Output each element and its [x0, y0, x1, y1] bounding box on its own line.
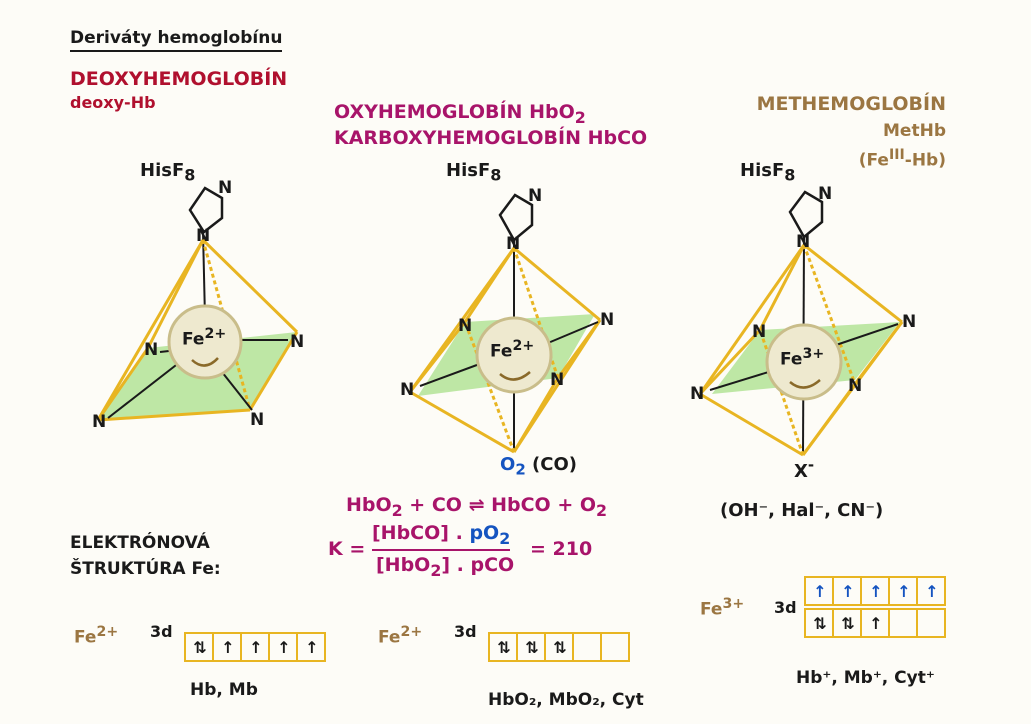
atom-n: N	[290, 332, 305, 352]
deoxy-fe-sphere	[167, 304, 243, 380]
his-label-deoxy: HisF8	[140, 160, 196, 185]
page-title: Deriváty hemoglobínu	[70, 28, 283, 52]
atom-n: N	[848, 376, 863, 396]
atom-n: N	[600, 310, 615, 330]
his-label-met: HisF8	[740, 160, 796, 185]
electron-structure-line1: ELEKTRÓNOVÁ	[70, 533, 210, 553]
atom-n: N	[400, 380, 415, 400]
met-imidazole-ring	[788, 190, 824, 239]
k-label: K =	[328, 538, 366, 560]
orbital-box: ↑	[862, 610, 890, 636]
atom-n: N	[218, 178, 233, 198]
met-title: METHEMOGLOBÍN	[756, 93, 946, 115]
orbital-box: ↑	[242, 634, 270, 660]
fe2-label-deoxy: Fe2+	[182, 326, 227, 350]
orbital-box: ⇅	[490, 634, 518, 660]
x-ligand: X-	[794, 456, 815, 482]
orbital-label-3d: 3d	[150, 622, 173, 641]
orbital-boxes-oxy: ⇅ ⇅ ⇅	[488, 632, 630, 662]
ion-label-fe2: Fe2+	[378, 624, 423, 648]
orbital-box: ↑	[834, 578, 862, 604]
met-oxidation: (FeIII-Hb)	[858, 147, 946, 171]
oxy-title: OXYHEMOGLOBÍN HbO2	[334, 101, 586, 127]
orbital-box: ↑	[925, 581, 938, 601]
orbital-box: ⇅	[518, 634, 546, 660]
orbital-box	[574, 634, 602, 660]
orbital-boxes-met-top: ↑ ↑ ↑ ↑ ↑	[804, 576, 946, 606]
atom-n: N	[528, 186, 543, 206]
oxy-structure	[408, 193, 602, 454]
ion-label-fe2: Fe2+	[74, 624, 119, 648]
atom-n: N	[144, 340, 159, 360]
oxy-imidazole-ring	[498, 193, 534, 242]
config-caption-oxy: HbO₂, MbO₂, Cyt	[488, 690, 644, 710]
o2-ligand: O2 (CO)	[500, 454, 577, 479]
orbital-box: ⇅	[186, 634, 214, 660]
orbital-box: ↑	[862, 578, 890, 604]
orbital-boxes-deoxy: ⇅ ↑ ↑ ↑ ↑	[184, 632, 326, 662]
orbital-box: ↑	[305, 637, 318, 657]
config-caption-met: Hb⁺, Mb⁺, Cyt⁺	[796, 668, 935, 688]
deoxy-subtitle: deoxy-Hb	[70, 93, 156, 112]
orbital-label-3d: 3d	[454, 622, 477, 641]
orbital-box: ⇅	[806, 610, 834, 636]
fe2-label-oxy: Fe2+	[490, 338, 535, 362]
carboxy-title: KARBOXYHEMOGLOBÍN HbCO	[334, 127, 648, 149]
config-caption-deoxy: Hb, Mb	[190, 680, 258, 700]
met-fe-sphere	[765, 323, 843, 401]
deoxy-structure	[96, 186, 299, 422]
orbital-boxes-met-bottom: ⇅ ⇅ ↑	[804, 608, 946, 638]
orbital-box: ↑	[214, 634, 242, 660]
k-numerator: [HbCO] . pO2	[372, 522, 511, 551]
orbital-box: ↑	[890, 578, 918, 604]
orbital-box: ⇅	[834, 610, 862, 636]
k-value: = 210	[530, 538, 593, 560]
orbital-box: ↑	[270, 634, 298, 660]
equilibrium-equation: HbO2 + CO ⇌ HbCO + O2	[346, 494, 608, 520]
ion-label-fe3: Fe3+	[700, 596, 745, 620]
deoxy-imidazole-ring	[188, 186, 224, 234]
deoxy-title: DEOXYHEMOGLOBÍN	[70, 68, 288, 90]
atom-n: N	[196, 226, 211, 246]
atom-n: N	[250, 410, 265, 430]
k-denominator: [HbO2] . pCO	[376, 554, 515, 580]
orbital-box	[918, 610, 944, 636]
met-abbr: MetHb	[883, 121, 946, 141]
atom-n: N	[458, 316, 473, 336]
orbital-box	[890, 610, 918, 636]
atom-n: N	[818, 184, 833, 204]
atom-n: N	[752, 322, 767, 342]
orbital-box: ⇅	[546, 634, 574, 660]
his-label-oxy: HisF8	[446, 160, 502, 185]
met-structure	[698, 190, 904, 457]
atom-n: N	[690, 384, 705, 404]
orbital-box: ↑	[806, 578, 834, 604]
orbital-label-3d: 3d	[774, 598, 797, 617]
atom-n: N	[92, 412, 107, 432]
electron-structure-line2: ŠTRUKTÚRA Fe:	[70, 559, 221, 579]
x-ligand-options: (OH⁻, Hal⁻, CN⁻)	[720, 500, 884, 521]
atom-n: N	[902, 312, 917, 332]
orbital-box	[602, 634, 628, 660]
oxy-fe-sphere	[475, 316, 553, 394]
atom-n: N	[550, 370, 565, 390]
fe3-label-met: Fe3+	[780, 346, 825, 370]
atom-n: N	[796, 232, 811, 252]
atom-n: N	[506, 234, 521, 254]
